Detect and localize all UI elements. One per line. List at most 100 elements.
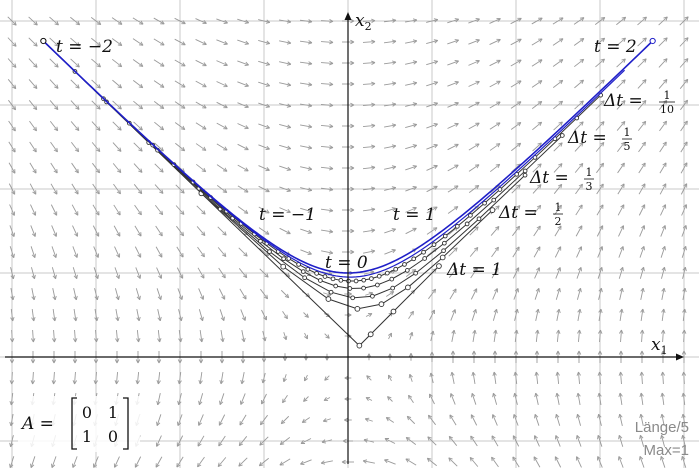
field-arrow-head (261, 399, 265, 405)
field-arrow (217, 226, 227, 236)
field-arrow (595, 100, 605, 110)
field-arrow (92, 162, 100, 174)
field-arrow-head (244, 146, 249, 151)
field-arrow (659, 141, 667, 153)
field-arrow-head (408, 353, 414, 358)
field-arrow-head (391, 81, 397, 86)
field-arrow-head (221, 295, 226, 300)
field-arrow (174, 38, 186, 46)
field-arrow-head (495, 205, 500, 210)
field-arrow-head (618, 434, 623, 440)
field-arrow-head (538, 38, 543, 43)
field-arrow-head (177, 359, 183, 364)
field-arrow-head (201, 231, 206, 236)
field-arrow-head (367, 313, 373, 318)
field-arrow-head (557, 183, 563, 189)
field-arrow-head (117, 126, 122, 131)
field-arrow-head (72, 359, 78, 364)
field-arrow-head (599, 225, 604, 230)
field-arrow (153, 59, 165, 67)
field-arrow-head (412, 123, 418, 128)
field-arrow-head (639, 392, 644, 398)
field-arrow (156, 288, 162, 300)
field-arrow (218, 435, 226, 447)
field-arrow-head (72, 463, 77, 468)
field-arrow-head (409, 331, 414, 337)
field-arrow-head (492, 350, 498, 355)
field-arrow (154, 121, 164, 131)
svg-text:0: 0 (82, 403, 92, 422)
field-arrow-head (258, 461, 264, 467)
field-arrow (384, 145, 396, 149)
field-arrow-head (137, 189, 143, 195)
field-arrow-head (535, 329, 540, 334)
field-arrow (514, 309, 518, 321)
field-arrow (510, 80, 522, 88)
field-arrow (216, 60, 228, 66)
field-arrow-head (201, 210, 206, 215)
field-arrow (469, 205, 479, 215)
field-arrow-head (307, 208, 313, 213)
field-arrow-head (286, 40, 292, 45)
field-arrow-head (620, 183, 625, 188)
field-arrow-head (475, 38, 480, 44)
field-arrow (489, 80, 501, 88)
field-arrow-head (661, 225, 667, 230)
field-arrow-head (53, 126, 59, 132)
field-arrow-head (300, 440, 306, 444)
svg-text:10: 10 (660, 103, 674, 116)
field-arrow-head (683, 99, 689, 105)
field-arrow-head (661, 245, 666, 251)
field-arrow (511, 163, 521, 173)
field-arrow-head (53, 147, 58, 153)
field-arrow (641, 371, 643, 385)
field-arrow-head (391, 228, 397, 233)
field-arrow-head (576, 371, 581, 376)
field-arrow (448, 247, 458, 257)
field-arrow (92, 225, 100, 237)
label-t-neg2: t = −2 (56, 37, 113, 57)
field-arrow (661, 267, 665, 279)
field-arrow (258, 81, 270, 87)
field-arrow (535, 309, 539, 321)
field-arrow-head (660, 350, 666, 355)
field-arrow (153, 38, 165, 46)
field-arrow (555, 267, 561, 279)
field-arrow (134, 225, 142, 237)
field-arrow-head (53, 168, 58, 174)
field-arrow-head (95, 211, 100, 216)
field-arrow (659, 162, 667, 174)
field-arrow-head (475, 59, 480, 64)
field-arrow (405, 165, 417, 171)
field-arrow (71, 204, 79, 216)
field-arrow (300, 207, 312, 213)
field-arrow (363, 460, 375, 464)
field-arrow (532, 184, 542, 194)
field-arrow-head (662, 183, 667, 188)
field-arrow-head (303, 334, 308, 340)
field-arrow (30, 246, 36, 258)
field-arrow (279, 40, 291, 44)
field-arrow-head (621, 37, 626, 42)
field-arrow-head (72, 380, 77, 385)
field-arrow-head (681, 329, 687, 334)
field-arrow (510, 17, 522, 25)
field-arrow (555, 435, 561, 447)
field-arrow-head (137, 232, 142, 237)
field-arrow-head (557, 225, 562, 230)
field-arrow (300, 249, 312, 255)
field-arrow-head (493, 329, 498, 335)
field-arrow-head (9, 380, 15, 385)
field-arrow-head (640, 287, 645, 293)
field-arrow-head (578, 225, 583, 230)
field-arrow-head (578, 162, 584, 168)
field-arrow (216, 185, 228, 193)
field-arrow-head (350, 123, 355, 129)
field-arrow-head (12, 21, 17, 26)
field-arrow-head (537, 163, 542, 168)
field-arrow (553, 100, 563, 110)
field-arrow (405, 19, 417, 23)
field-arrow (258, 123, 270, 129)
svg-text:2: 2 (555, 215, 562, 228)
field-arrow-head (515, 267, 520, 272)
